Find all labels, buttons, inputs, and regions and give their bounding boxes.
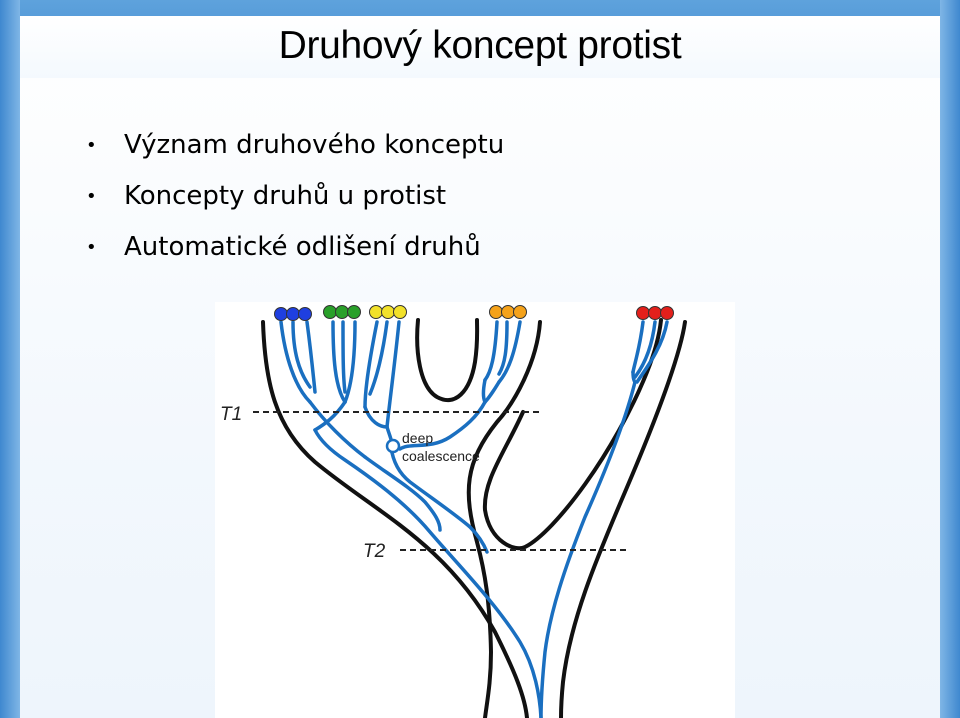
gene-branch [291,320,312,389]
bullet-icon: • [86,186,97,207]
deep-coalescence-node [385,438,401,454]
gene-branch [497,320,509,376]
bullet-item: • Význam druhového konceptu [84,120,504,171]
slide-frame-right [940,0,960,718]
gene-branch [385,320,401,429]
gene-branch [631,320,645,374]
species-tree-left-pair [415,318,480,403]
slide-frame-left [0,0,20,718]
tip-orange [489,305,503,319]
gene-branch [363,455,442,532]
tip-orange [513,305,527,319]
bullet-text: Automatické odlišení druhů [124,232,481,262]
tip-yellow [381,305,395,319]
gene-branch [483,380,501,404]
gene-branch [633,320,657,379]
tip-blue [274,307,288,321]
gene-branch [481,378,487,404]
tip-red [660,306,674,320]
bullet-item: • Koncepty druhů u protist [84,171,504,222]
tip-blue [286,307,300,321]
gene-branch [635,320,669,384]
gene-branch [279,320,312,404]
species-tree [261,318,687,718]
bullet-icon: • [86,237,97,258]
annotation-coalescence: coalescence [402,448,480,464]
gene-branch [363,405,389,429]
tip-blue [298,307,312,321]
t2-label: T2 [363,541,386,562]
gene-branch [305,320,317,394]
gene-branch [313,428,543,718]
bullet-text: Význam druhového konceptu [124,130,505,160]
gene-branch [313,400,347,432]
species-tree-inner-left [466,320,542,718]
bullet-text: Koncepty druhů u protist [124,181,447,211]
species-tree-outer-left [261,320,529,718]
tip-green [347,305,361,319]
tip-red [636,306,650,320]
t1-label: T1 [220,404,242,425]
gene-branch [539,380,637,718]
gene-branch [308,400,367,459]
title-band [20,16,940,78]
coalescence-diagram: T1 T2 deep coalescence [220,305,687,718]
species-tips [274,305,674,321]
tip-green [323,305,337,319]
bullet-item: • Automatické odlišení druhů [84,222,504,273]
gene-branch [398,400,487,451]
bullet-icon: • [86,135,97,156]
gene-branch [483,320,499,382]
tip-red [648,306,662,320]
gene-branch [341,320,347,394]
tip-green [335,305,349,319]
tip-orange [501,305,515,319]
time-lines [253,411,630,551]
tip-yellow [369,305,383,319]
coalescence-figure: T1 T2 deep coalescence [215,302,735,718]
slide-title: Druhový koncept protist [278,24,682,67]
gene-branch [363,320,379,409]
tip-yellow [393,305,407,319]
bullet-list: • Význam druhového konceptu • Koncepty d… [84,120,504,273]
gene-tree [279,320,669,718]
species-tree-right [559,320,687,718]
gene-branch [389,445,489,554]
gene-branch [343,320,357,404]
gene-branch [497,320,522,384]
gene-branch [368,320,389,396]
annotation-deep: deep [402,430,433,446]
gene-branch [331,320,347,404]
